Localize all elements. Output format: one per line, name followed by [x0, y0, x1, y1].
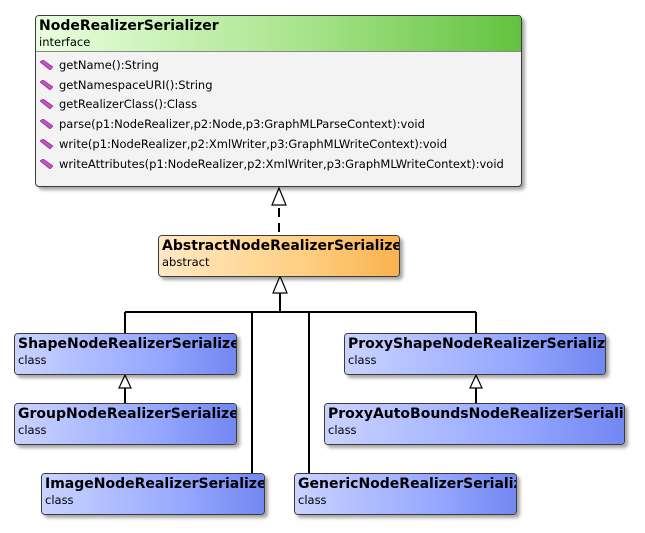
method-item[interactable]: writeAttributes(p1:NodeRealizer,p2:XmlWr… — [36, 154, 521, 174]
interface-header: NodeRealizerSerializer interface — [36, 16, 521, 52]
abstract-class-name: AbstractNodeRealizerSerializer — [162, 238, 400, 254]
method-icon — [40, 139, 53, 150]
group-class-name: GroupNodeRealizerSerializer — [18, 406, 237, 422]
method-item[interactable]: write(p1:NodeRealizer,p2:XmlWriter,p3:Gr… — [36, 134, 521, 154]
proxy-shape-class-node[interactable]: ProxyShapeNodeRealizerSerializer class — [344, 333, 606, 375]
shape-class-node[interactable]: ShapeNodeRealizerSerializer class — [14, 333, 237, 375]
method-icon — [40, 119, 53, 130]
image-class-header: ImageNodeRealizerSerializer class — [42, 474, 264, 514]
generic-class-name: GenericNodeRealizerSerializer — [298, 476, 517, 492]
method-signature: getName():String — [59, 57, 159, 72]
proxy-auto-class-node[interactable]: ProxyAutoBoundsNodeRealizerSerializer cl… — [324, 403, 625, 445]
shape-class-stereotype: class — [18, 353, 47, 367]
group-class-stereotype: class — [18, 423, 47, 437]
proxy-inheritance-arrowhead — [469, 373, 483, 389]
method-item[interactable]: getRealizerClass():Class — [36, 95, 521, 115]
method-signature: write(p1:NodeRealizer,p2:XmlWriter,p3:Gr… — [59, 137, 448, 152]
shape-class-name: ShapeNodeRealizerSerializer — [18, 336, 237, 352]
inheritance-edges — [124, 293, 477, 473]
proxy-shape-class-name: ProxyShapeNodeRealizerSerializer — [348, 336, 606, 352]
method-icon — [40, 99, 53, 110]
method-item[interactable]: getNamespaceURI():String — [36, 75, 521, 95]
proxy-auto-class-name: ProxyAutoBoundsNodeRealizerSerializer — [328, 406, 625, 422]
method-icon — [40, 59, 53, 70]
proxy-auto-class-header: ProxyAutoBoundsNodeRealizerSerializer cl… — [325, 404, 624, 444]
proxy-shape-class-stereotype: class — [348, 353, 377, 367]
method-signature: getRealizerClass():Class — [59, 97, 198, 112]
interface-name: NodeRealizerSerializer — [39, 18, 219, 34]
generic-class-stereotype: class — [298, 493, 327, 507]
shape-class-header: ShapeNodeRealizerSerializer class — [15, 334, 236, 374]
method-signature: parse(p1:NodeRealizer,p2:Node,p3:GraphML… — [59, 117, 425, 132]
group-class-node[interactable]: GroupNodeRealizerSerializer class — [14, 403, 237, 445]
proxy-auto-class-stereotype: class — [328, 423, 357, 437]
method-item[interactable]: parse(p1:NodeRealizer,p2:Node,p3:GraphML… — [36, 114, 521, 134]
method-icon — [40, 158, 53, 169]
image-class-node[interactable]: ImageNodeRealizerSerializer class — [41, 473, 265, 515]
method-icon — [40, 79, 53, 90]
interface-node[interactable]: NodeRealizerSerializer interface getName… — [35, 15, 522, 187]
group-inheritance-arrowhead — [118, 373, 132, 389]
interface-stereotype: interface — [39, 35, 91, 49]
inheritance-arrowhead — [272, 274, 288, 294]
abstract-class-header: AbstractNodeRealizerSerializer abstract — [159, 236, 399, 276]
abstract-class-node[interactable]: AbstractNodeRealizerSerializer abstract — [158, 235, 400, 277]
image-class-stereotype: class — [45, 493, 74, 507]
generic-class-header: GenericNodeRealizerSerializer class — [295, 474, 516, 514]
proxy-shape-class-header: ProxyShapeNodeRealizerSerializer class — [345, 334, 605, 374]
generic-class-node[interactable]: GenericNodeRealizerSerializer class — [294, 473, 517, 515]
group-class-header: GroupNodeRealizerSerializer class — [15, 404, 236, 444]
method-signature: getNamespaceURI():String — [59, 77, 213, 92]
image-class-name: ImageNodeRealizerSerializer — [45, 476, 265, 492]
method-list: getName():String getNamespaceURI():Strin… — [36, 52, 521, 174]
method-signature: writeAttributes(p1:NodeRealizer,p2:XmlWr… — [59, 156, 504, 171]
realization-arrowhead — [271, 186, 287, 206]
method-item[interactable]: getName():String — [36, 55, 521, 75]
abstract-class-stereotype: abstract — [162, 255, 210, 269]
